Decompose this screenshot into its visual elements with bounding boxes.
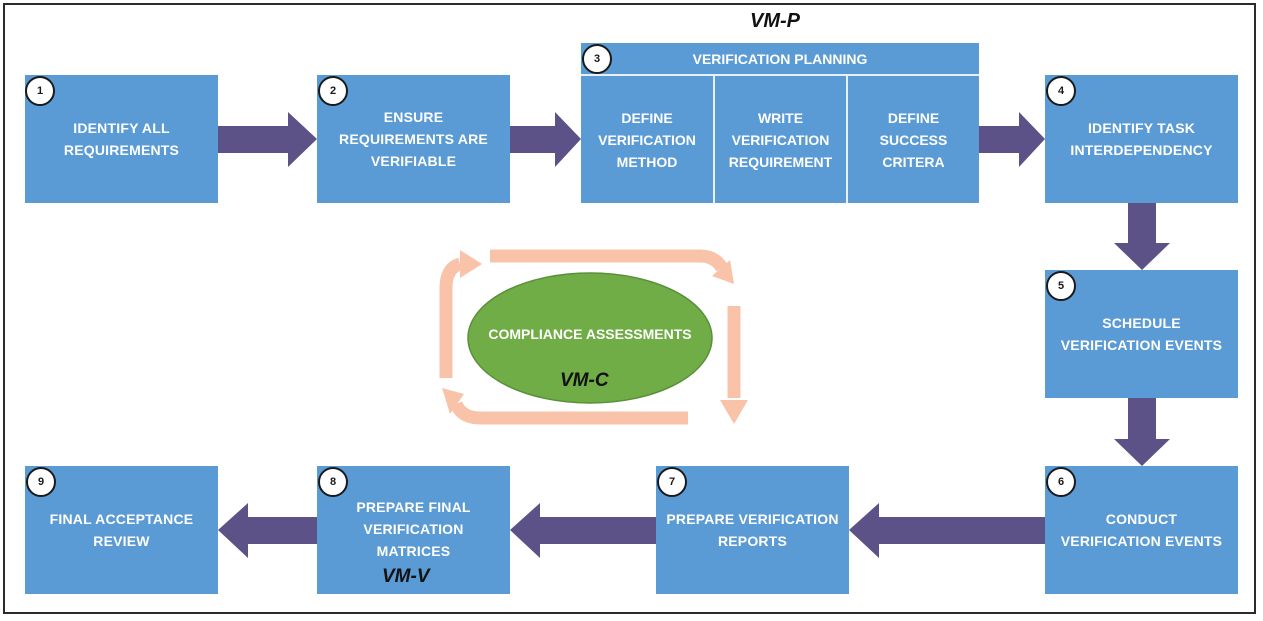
arrow-2-to-3 — [510, 112, 581, 167]
cycle-arrowhead-top — [712, 260, 734, 284]
step-6-text: CONDUCT VERIFICATION EVENTS — [1060, 511, 1223, 549]
arrow-3-to-4 — [979, 112, 1045, 167]
step-3-sub2-text: WRITE VERIFICATION REQUIREMENT — [728, 109, 833, 170]
verification-planning-title: VERIFICATION PLANNING — [692, 50, 868, 67]
step-5-text: SCHEDULE VERIFICATION EVENTS — [1060, 315, 1223, 353]
step-8-text: PREPARE FINAL VERIFICATION MATRICES — [356, 499, 471, 559]
cycle-arrowhead-right — [720, 400, 748, 424]
step-9-box: FINAL ACCEPTANCE REVIEW — [25, 466, 218, 594]
planning-divider-h — [581, 74, 979, 76]
arrow-5-to-6 — [1114, 398, 1170, 466]
step-7-box: PREPARE VERIFICATION REPORTS — [656, 466, 849, 594]
step-1-number: 1 — [25, 76, 55, 106]
step-3-define-criteria: DEFINE SUCCESS CRITERA — [848, 76, 979, 203]
step-1-box: IDENTIFY ALL REQUIREMENTS — [25, 75, 218, 203]
step-9-number: 9 — [26, 467, 56, 497]
step-8-box: PREPARE FINAL VERIFICATION MATRICES — [317, 466, 510, 594]
cycle-arrow-left — [439, 257, 463, 378]
cycle-arrowhead-left — [460, 250, 482, 278]
step-8-number: 8 — [318, 467, 348, 497]
vm-p-label: VM-P — [750, 10, 800, 32]
step-3-write-requirement: WRITE VERIFICATION REQUIREMENT — [715, 76, 846, 203]
step-3-number: 3 — [582, 44, 612, 74]
cycle-arrow-top — [490, 249, 728, 272]
step-3-sub1-text: DEFINE VERIFICATION METHOD — [598, 109, 696, 170]
planning-divider-v2 — [846, 76, 848, 203]
step-5-box: SCHEDULE VERIFICATION EVENTS — [1045, 270, 1238, 398]
cycle-arrow-bottom — [450, 401, 688, 425]
compliance-assessments-text: COMPLIANCE ASSESSMENTS — [488, 326, 692, 342]
cycle-arrowhead-bottom — [442, 388, 464, 414]
step-9-text: FINAL ACCEPTANCE REVIEW — [49, 511, 194, 549]
step-4-text: IDENTIFY TASK INTERDEPENDENCY — [1070, 120, 1213, 158]
arrow-1-to-2 — [218, 112, 317, 167]
compliance-ellipse — [467, 272, 713, 404]
step-4-box: IDENTIFY TASK INTERDEPENDENCY — [1045, 75, 1238, 203]
arrow-6-to-7 — [849, 503, 1045, 558]
step-1-text: IDENTIFY ALL REQUIREMENTS — [63, 120, 180, 158]
step-2-box: ENSURE REQUIREMENTS ARE VERIFIABLE — [317, 75, 510, 203]
step-3-sub3-text: DEFINE SUCCESS CRITERA — [879, 109, 948, 170]
planning-divider-v1 — [713, 76, 715, 203]
verification-planning-header: VERIFICATION PLANNING — [581, 43, 979, 74]
step-2-number: 2 — [318, 76, 348, 106]
step-3-define-method: DEFINE VERIFICATION METHOD — [581, 76, 713, 203]
step-7-text: PREPARE VERIFICATION REPORTS — [666, 511, 839, 549]
arrow-7-to-8 — [510, 503, 656, 558]
step-7-number: 7 — [657, 467, 687, 497]
arrow-8-to-9 — [218, 503, 317, 558]
step-2-text: ENSURE REQUIREMENTS ARE VERIFIABLE — [339, 109, 488, 169]
step-6-number: 6 — [1046, 467, 1076, 497]
vm-v-label: VM-V — [382, 566, 430, 587]
compliance-cycle — [439, 249, 748, 425]
vm-c-label: VM-C — [560, 370, 609, 391]
step-6-box: CONDUCT VERIFICATION EVENTS — [1045, 466, 1238, 594]
arrow-4-to-5 — [1114, 203, 1170, 270]
step-5-number: 5 — [1046, 271, 1076, 301]
step-4-number: 4 — [1046, 76, 1076, 106]
